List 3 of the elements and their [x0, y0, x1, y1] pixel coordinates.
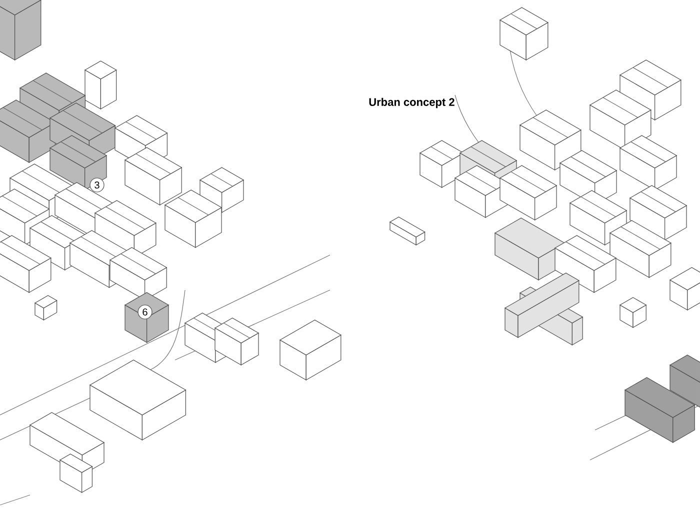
callout-number: 3 — [90, 178, 104, 192]
callout-number: 6 — [138, 304, 152, 320]
title: Urban concept 2 — [369, 98, 454, 108]
